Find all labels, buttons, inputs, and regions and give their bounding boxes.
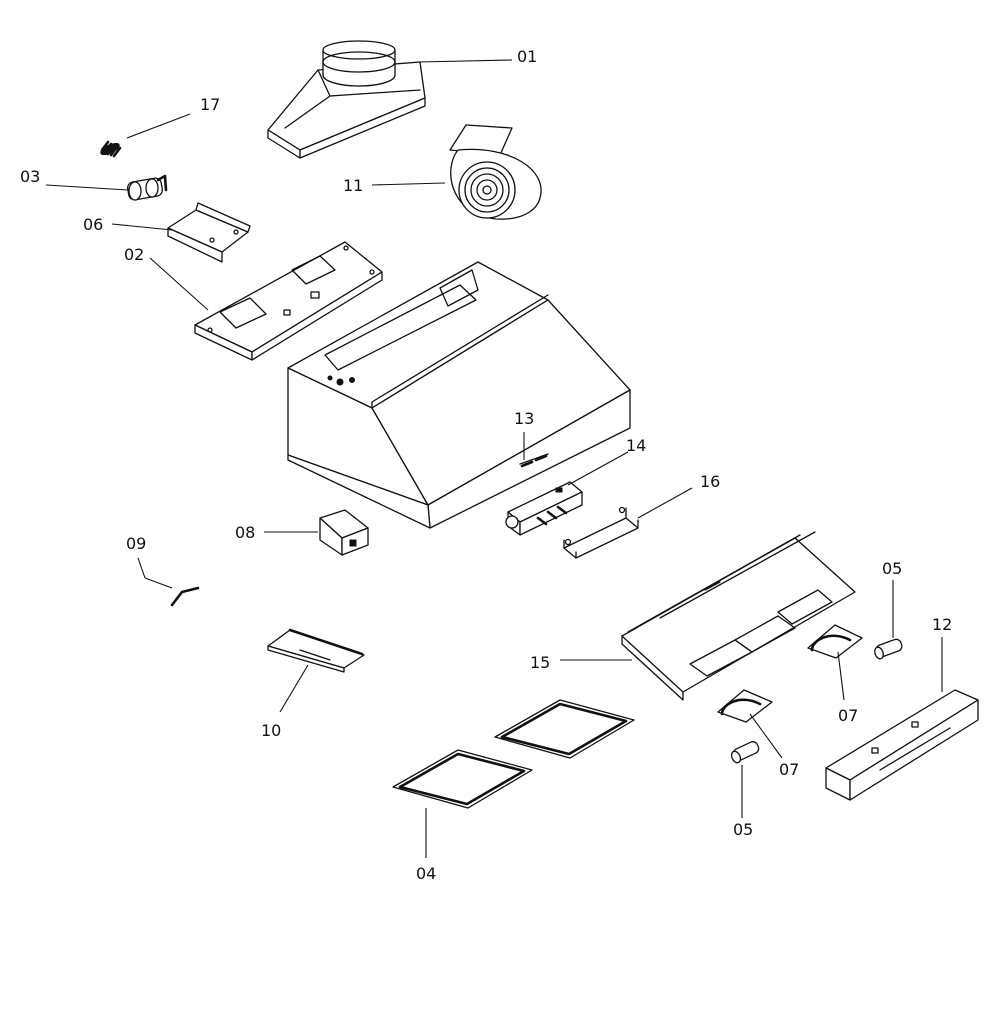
part-01-duct-transition <box>267 40 426 159</box>
part-09-clip <box>170 586 200 607</box>
part-02-mounting-plate <box>194 241 383 361</box>
label-04: 04 <box>416 864 436 883</box>
label-10: 10 <box>261 721 281 740</box>
part-07-lamp-lens-lower <box>717 689 773 723</box>
label-02: 02 <box>124 245 144 264</box>
label-14: 14 <box>626 436 646 455</box>
part-05-bulb-upper <box>874 638 903 660</box>
label-06: 06 <box>83 215 103 234</box>
label-13: 13 <box>514 409 534 428</box>
label-05-lower: 05 <box>733 820 753 839</box>
label-03: 03 <box>20 167 40 186</box>
label-15: 15 <box>530 653 550 672</box>
part-17-spring <box>100 140 122 158</box>
part-12-light-housing <box>825 689 979 801</box>
label-08: 08 <box>235 523 255 542</box>
leader-lines <box>45 59 943 858</box>
part-10-lamp-bracket <box>267 628 365 673</box>
label-01: 01 <box>517 47 537 66</box>
part-08-switch-box <box>319 509 369 556</box>
part-15-bottom-panel <box>621 531 856 701</box>
label-05-upper: 05 <box>882 559 902 578</box>
label-07-lower: 07 <box>779 760 799 779</box>
label-11: 11 <box>343 176 363 195</box>
part-14-control-module <box>505 481 583 536</box>
part-11-blower <box>449 124 542 220</box>
part-03-capacitor <box>126 174 168 201</box>
part-04-filters <box>392 699 635 809</box>
part-16-bracket <box>563 506 639 559</box>
label-16: 16 <box>700 472 720 491</box>
hood-body <box>287 261 631 529</box>
label-09: 09 <box>126 534 146 553</box>
part-06-bracket <box>167 202 251 263</box>
label-12: 12 <box>932 615 952 634</box>
part-05-bulb-lower <box>730 741 760 764</box>
label-17: 17 <box>200 95 220 114</box>
part-labels: 01 02 03 04 05 05 06 07 07 08 09 10 11 1… <box>20 47 952 883</box>
label-07-upper: 07 <box>838 706 858 725</box>
part-07-lamp-lens-upper <box>807 624 863 659</box>
